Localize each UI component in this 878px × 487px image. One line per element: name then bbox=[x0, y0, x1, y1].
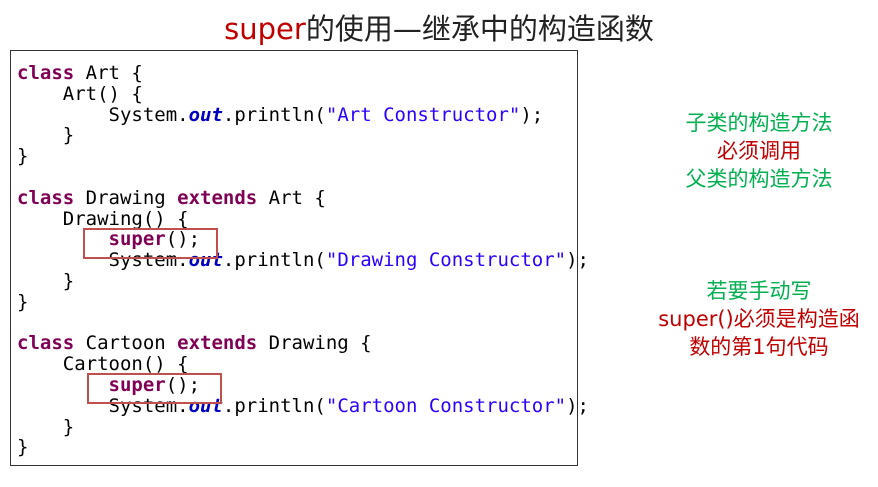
code-token: Art { bbox=[74, 62, 143, 84]
note-super-first: 若要手动写 super()必须是构造函 数的第1句代码 bbox=[640, 277, 878, 361]
code-token: System. bbox=[17, 394, 189, 417]
code-token: } bbox=[17, 145, 29, 168]
code-line: } bbox=[17, 146, 589, 167]
code-token: } bbox=[17, 269, 75, 292]
code-token: Cartoon bbox=[74, 332, 178, 355]
code-token: .println( bbox=[222, 103, 326, 126]
code-token: .println( bbox=[222, 249, 326, 272]
code-token: (); bbox=[165, 373, 201, 396]
code-token: ); bbox=[566, 394, 589, 417]
code-block: class Art { Art() { System.out.println("… bbox=[17, 63, 589, 458]
code-token: class bbox=[17, 332, 75, 355]
code-token: Art() { bbox=[17, 82, 143, 105]
super-call-highlight bbox=[83, 228, 218, 259]
code-token: "Cartoon Constructor" bbox=[325, 394, 567, 417]
slide-title: super的使用—继承中的构造函数 bbox=[0, 6, 878, 48]
code-token: Drawing { bbox=[257, 332, 372, 355]
code-token: } bbox=[17, 415, 75, 438]
code-token: out bbox=[188, 249, 223, 272]
title-keyword: super bbox=[224, 12, 306, 46]
code-line: System.out.println("Art Constructor"); bbox=[17, 103, 589, 126]
code-token: } bbox=[17, 436, 29, 459]
code-line: System.out.println("Cartoon Constructor"… bbox=[17, 394, 589, 417]
code-token: Drawing() { bbox=[17, 207, 189, 230]
code-line: super(); bbox=[17, 375, 589, 396]
code-token: class bbox=[17, 62, 75, 84]
code-token: } bbox=[17, 290, 29, 313]
code-token: System. bbox=[17, 103, 189, 126]
code-token: out bbox=[188, 103, 223, 126]
note-line: 必须调用 bbox=[717, 139, 801, 163]
code-token: Cartoon() { bbox=[17, 353, 189, 376]
note-line: 若要手动写 bbox=[706, 279, 812, 303]
code-line: } bbox=[17, 125, 589, 146]
note-line: super()必须是构造函 bbox=[658, 307, 860, 331]
code-line: Art() { bbox=[17, 82, 589, 105]
code-panel: class Art { Art() { System.out.println("… bbox=[10, 50, 589, 466]
code-line: class Drawing extends Art { bbox=[17, 186, 589, 209]
code-token: extends bbox=[177, 332, 258, 355]
code-line: Cartoon() { bbox=[17, 354, 589, 375]
note-line: 子类的构造方法 bbox=[685, 111, 833, 135]
code-token: .println( bbox=[222, 394, 326, 417]
code-line: Drawing() { bbox=[17, 207, 589, 230]
code-token: System. bbox=[17, 249, 189, 272]
code-token: } bbox=[17, 124, 75, 147]
code-token: super bbox=[108, 228, 166, 251]
code-line: System.out.println("Drawing Constructor"… bbox=[17, 250, 589, 271]
code-line bbox=[17, 167, 589, 188]
code-token: ); bbox=[566, 249, 589, 272]
code-line: super(); bbox=[17, 229, 589, 250]
code-token: Drawing bbox=[74, 186, 178, 209]
code-token: Art { bbox=[257, 186, 326, 209]
code-token: (); bbox=[165, 228, 201, 251]
code-token: ); bbox=[520, 103, 544, 126]
code-token: "Art Constructor" bbox=[325, 103, 521, 126]
title-text: 的使用—继承中的构造函数 bbox=[305, 12, 654, 46]
code-line: class Cartoon extends Drawing { bbox=[17, 333, 589, 354]
code-line: } bbox=[17, 271, 589, 292]
code-line: } bbox=[17, 415, 589, 438]
code-line: class Art { bbox=[17, 63, 589, 84]
note-constructor-rule: 子类的构造方法 必须调用 父类的构造方法 bbox=[640, 109, 878, 193]
code-token: class bbox=[17, 186, 75, 209]
note-line: 父类的构造方法 bbox=[685, 167, 833, 191]
note-line: 数的第1句代码 bbox=[689, 335, 829, 359]
code-token: super bbox=[108, 373, 166, 396]
code-line: } bbox=[17, 290, 589, 313]
code-token: extends bbox=[177, 186, 258, 209]
code-token: "Drawing Constructor" bbox=[325, 249, 567, 272]
code-line: } bbox=[17, 437, 589, 458]
code-line bbox=[17, 313, 589, 334]
super-call-highlight bbox=[87, 373, 222, 404]
code-token: out bbox=[188, 394, 223, 417]
